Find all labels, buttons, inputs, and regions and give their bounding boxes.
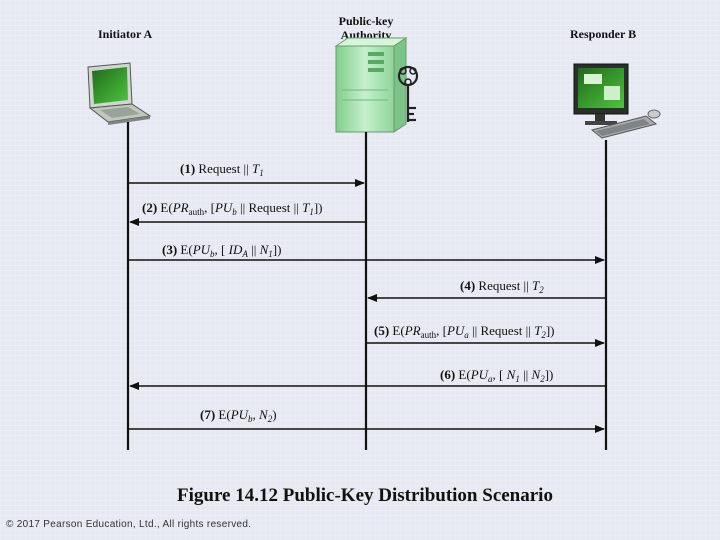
responder-label: Responder B [570,27,637,41]
message-label-1: (1) Request || T1 [180,161,264,178]
message-step-5: (5) [374,323,393,338]
desktop-computer-icon [573,63,661,139]
message-arrows [128,179,606,433]
laptop-icon [87,62,152,125]
message-label-7: (7) E(PUb, N2) [200,407,277,424]
key-icon [397,65,419,122]
authority-label-line1: Public-key [338,14,394,28]
copyright-text: © 2017 Pearson Education, Ltd., All righ… [6,519,252,530]
message-step-4: (4) [460,278,479,293]
message-label-5: (5) E(PRauth, [PUa || Request || T2]) [374,323,555,340]
message-step-3: (3) [162,242,181,257]
message-label-4: (4) Request || T2 [460,278,544,295]
figure-caption: Figure 14.12 Public-Key Distribution Sce… [177,485,553,506]
message-label-2: (2) E(PRauth, [PUb || Request || T1]) [142,200,323,217]
message-step-1: (1) [180,161,199,176]
message-step-2: (2) [142,200,161,215]
message-label-6: (6) E(PUa, [ N1 || N2]) [440,367,554,384]
message-step-7: (7) [200,407,219,422]
initiator-label: Initiator A [98,27,153,41]
server-icon [334,37,408,133]
message-step-6: (6) [440,367,459,382]
message-label-3: (3) E(PUb, [ IDA || N1]) [162,242,282,259]
